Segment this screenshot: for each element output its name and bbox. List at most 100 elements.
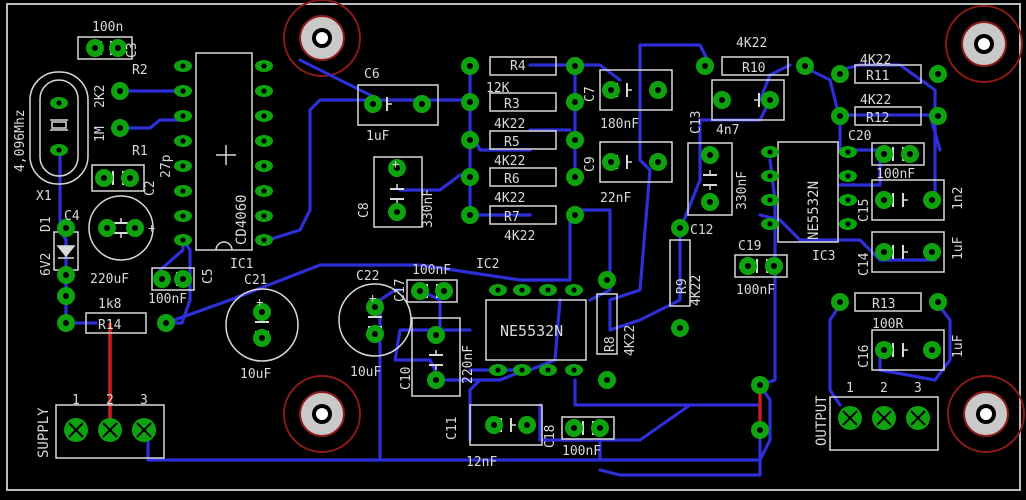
mounting-hole-bottom-left [283, 375, 361, 453]
label-c22-name: C22 [356, 269, 379, 284]
label-c21-name: C21 [244, 273, 267, 288]
label-x1-name: X1 [36, 189, 52, 204]
label-r11-value: 4K22 [860, 53, 891, 68]
label-c16-name: C16 [857, 345, 872, 368]
label-c18-name: C18 [543, 425, 558, 448]
label-output-pin2: 2 [880, 381, 888, 396]
svg-text:+: + [256, 295, 263, 309]
label-r11-name: R11 [866, 69, 889, 84]
label-r12-name: R12 [866, 111, 889, 126]
label-r4-value: 12K [486, 81, 510, 96]
label-ic3-name: IC3 [812, 249, 835, 264]
label-r1-value: 1M [93, 126, 108, 142]
label-supply-pin1: 1 [72, 393, 80, 408]
label-c20-value: 100nF [876, 167, 915, 182]
label-c15-value: 1n2 [951, 187, 966, 210]
label-c4-name: C4 [64, 209, 80, 224]
svg-text:+: + [392, 157, 399, 171]
label-c5-name: C5 [201, 268, 216, 284]
capacitor-symbols [95, 40, 909, 436]
label-c16-value: 1uF [951, 334, 966, 358]
label-r3-name: R3 [504, 97, 520, 112]
pads [50, 39, 947, 442]
label-r12-value: 4K22 [860, 93, 891, 108]
silkscreen-labels: 100n C3 2K2 R2 1M R1 X1 4,096Mhz C2 27p … [13, 20, 966, 470]
label-c18-value: 100nF [562, 444, 601, 459]
label-c17-value: 100nF [412, 263, 451, 278]
label-r5-value: 4K22 [494, 154, 525, 169]
label-r2-name: R2 [132, 63, 148, 78]
label-c6-name: C6 [364, 67, 380, 82]
label-d1-name: D1 [39, 216, 54, 232]
label-supply-pin3: 3 [140, 393, 148, 408]
label-ic2-name: IC2 [476, 257, 499, 272]
label-c8-value: 330nF [421, 189, 436, 228]
label-c13-name: C13 [689, 111, 704, 134]
label-r1-name: R1 [132, 144, 148, 159]
label-c3-name: C3 [125, 42, 140, 58]
label-r14-value: 1k8 [98, 297, 121, 312]
label-c12-name: C12 [690, 223, 713, 238]
label-r7-name: R7 [504, 210, 520, 225]
mounting-hole-top-left [283, 0, 361, 77]
label-c7-name: C7 [583, 86, 598, 102]
label-supply: SUPPLY [36, 407, 52, 458]
label-r10-value: 4K22 [736, 36, 767, 51]
label-r5-name: R5 [504, 135, 520, 150]
label-r13-value: 100R [872, 317, 903, 332]
label-supply-pin2: 2 [106, 393, 114, 408]
label-ic1-part: CD4060 [234, 194, 250, 245]
label-r9-name: R9 [675, 278, 690, 294]
label-r7-value: 4K22 [504, 229, 535, 244]
label-c11-value: 12nF [466, 455, 497, 470]
label-c13-value: 4n7 [716, 123, 739, 138]
label-c10-value: 220nF [461, 345, 476, 384]
label-r4-name: R4 [510, 59, 526, 74]
label-c14-value: 1uF [951, 236, 966, 260]
label-c11-name: C11 [445, 417, 460, 440]
label-r8-name: R8 [603, 336, 618, 352]
label-r14-name: R14 [98, 318, 122, 333]
silkscreen-outlines [29, 36, 945, 459]
label-ic2-part: NE5532N [500, 322, 563, 340]
label-output-pin1: 1 [846, 381, 854, 396]
label-r6-name: R6 [504, 172, 520, 187]
label-c20-name: C20 [848, 129, 871, 144]
board-outline [6, 3, 1021, 491]
label-c19-name: C19 [738, 239, 761, 254]
label-ic3-part: NE5532N [806, 181, 822, 240]
label-r8-value: 4K22 [623, 325, 638, 356]
label-c2-name: C2 [143, 180, 158, 196]
label-c8-name: C8 [357, 202, 372, 218]
label-r10-name: R10 [742, 61, 765, 76]
label-c14-name: C14 [857, 252, 872, 276]
label-output: OUTPUT [814, 395, 830, 446]
label-c2-value: 27p [159, 154, 174, 178]
label-c19-value: 100nF [736, 283, 775, 298]
label-c7-value: 180nF [600, 117, 639, 132]
label-c6-value: 1uF [366, 129, 390, 144]
diode-symbol [56, 245, 76, 259]
label-r6-value: 4K22 [494, 191, 525, 206]
label-c12-value: 330nF [735, 171, 750, 210]
label-r9-value: 4K22 [689, 275, 704, 306]
label-ic1-name: IC1 [230, 257, 253, 272]
label-c9-value: 22nF [600, 191, 631, 206]
mounting-hole-top-right [945, 5, 1023, 83]
polarity-marks: + + + + [148, 157, 399, 309]
label-r3-value: 4K22 [494, 117, 525, 132]
label-output-pin3: 3 [914, 381, 922, 396]
label-c4-value: 220uF [90, 272, 129, 287]
label-c21-value: 10uF [240, 367, 271, 382]
svg-text:+: + [369, 291, 376, 305]
label-c15-name: C15 [857, 199, 872, 222]
label-c9-name: C9 [583, 156, 598, 172]
label-c17-name: C17 [393, 279, 408, 302]
label-r13-name: R13 [872, 297, 895, 312]
label-c10-name: C10 [399, 367, 414, 390]
label-c22-value: 10uF [350, 365, 381, 380]
mounting-hole-bottom-right [947, 375, 1025, 453]
label-d1-value: 6V2 [39, 253, 54, 276]
